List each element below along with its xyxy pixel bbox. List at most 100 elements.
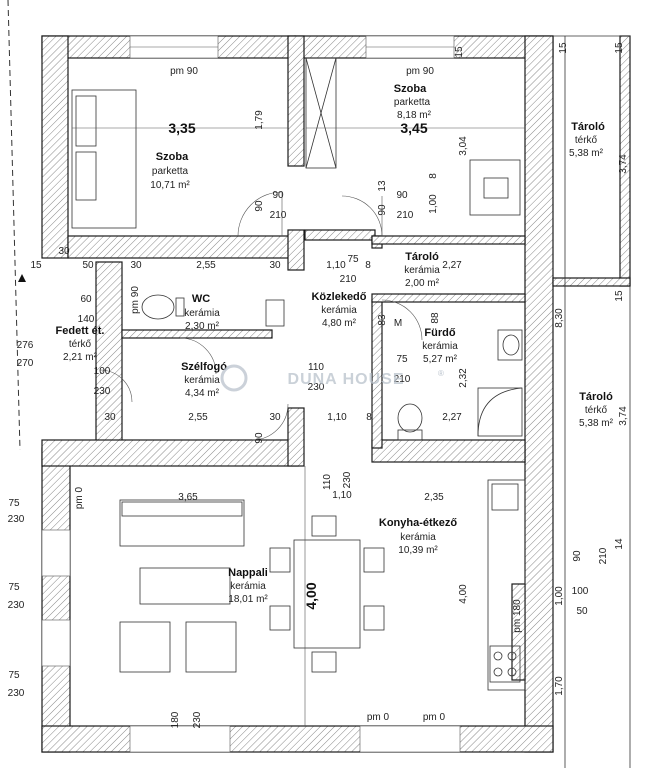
svg-text:270: 270 (17, 358, 34, 369)
dimension-labels: 1,79 3,04 3,74 3,74 90 210 90 210 90 90 … (8, 42, 629, 728)
room-material: kerámia (184, 375, 220, 386)
svg-text:90: 90 (254, 200, 265, 212)
room-material: kerámia (230, 581, 266, 592)
svg-text:8,30: 8,30 (554, 308, 565, 328)
room-name: Szélfogó (181, 361, 227, 373)
svg-text:100: 100 (572, 586, 589, 597)
room-name: Fedett ét. (56, 325, 105, 337)
room-area: 5,38 m² (569, 148, 604, 159)
room-area: 2,21 m² (63, 352, 98, 363)
svg-text:75: 75 (8, 498, 20, 509)
svg-text:pm 90: pm 90 (170, 66, 198, 77)
room-area: 4,34 m² (185, 388, 220, 399)
svg-text:pm 90: pm 90 (130, 286, 141, 314)
svg-text:15: 15 (614, 42, 625, 54)
svg-text:3,65: 3,65 (178, 492, 198, 503)
room-name: Nappali (228, 567, 268, 579)
svg-text:3,74: 3,74 (618, 406, 629, 426)
room-width-dim: 3,35 (168, 120, 195, 136)
svg-text:90: 90 (396, 190, 408, 201)
svg-text:100: 100 (94, 366, 111, 377)
svg-text:pm 0: pm 0 (367, 712, 390, 723)
svg-text:230: 230 (308, 382, 325, 393)
svg-text:30: 30 (58, 246, 70, 257)
entrance-arrow-icon (18, 274, 26, 282)
room-material: kerámia (184, 308, 220, 319)
svg-text:1,00: 1,00 (428, 194, 439, 214)
svg-text:15: 15 (454, 46, 465, 58)
svg-text:pm 90: pm 90 (406, 66, 434, 77)
room-name: Közlekedő (311, 291, 366, 303)
room-name: Fürdő (424, 327, 455, 339)
svg-text:1,10: 1,10 (326, 260, 346, 271)
svg-text:90: 90 (272, 190, 284, 201)
svg-text:14: 14 (614, 538, 625, 550)
svg-text:1,70: 1,70 (554, 676, 565, 696)
svg-text:3,04: 3,04 (458, 136, 469, 156)
room-material: térkő (585, 405, 608, 416)
svg-text:210: 210 (397, 210, 414, 221)
svg-text:75: 75 (8, 582, 20, 593)
room-name: Szoba (394, 83, 427, 95)
watermark-mark: ® (438, 369, 444, 378)
room-material: térkő (575, 135, 598, 146)
room-name: Tároló (405, 251, 439, 263)
svg-text:pm 180: pm 180 (512, 599, 523, 633)
room-name: Konyha-étkező (379, 517, 458, 529)
svg-text:30: 30 (104, 412, 116, 423)
room-material: parketta (152, 166, 189, 177)
svg-text:1,79: 1,79 (254, 110, 265, 130)
svg-text:90: 90 (572, 550, 583, 562)
watermark: DUNA HOUSE ® (220, 364, 444, 392)
svg-text:276: 276 (17, 340, 34, 351)
svg-text:2,27: 2,27 (442, 260, 462, 271)
svg-text:8: 8 (366, 412, 372, 423)
svg-text:90: 90 (377, 204, 388, 216)
room-name: Szoba (156, 151, 189, 163)
svg-text:1,10: 1,10 (327, 412, 347, 423)
svg-text:60: 60 (80, 294, 92, 305)
svg-text:1,10: 1,10 (332, 490, 352, 501)
room-area: 10,71 m² (150, 180, 190, 191)
walls (41, 35, 631, 753)
room-name: Tároló (571, 121, 605, 133)
room-height-dim: 4,00 (303, 582, 319, 609)
svg-text:30: 30 (130, 260, 142, 271)
svg-text:110: 110 (322, 474, 333, 490)
room-material: parketta (394, 97, 431, 108)
svg-text:75: 75 (8, 670, 20, 681)
level-labels: pm 90 pm 90 pm 0 pm 0 pm 0 pm 90 pm 180 … (74, 66, 523, 723)
room-area: 5,38 m² (579, 418, 614, 429)
svg-text:230: 230 (8, 514, 25, 525)
svg-text:75: 75 (347, 254, 359, 265)
room-area: 4,80 m² (322, 318, 357, 329)
svg-text:15: 15 (30, 260, 42, 271)
svg-text:4,00: 4,00 (458, 584, 469, 604)
room-material: kerámia (400, 532, 436, 543)
room-area: 8,18 m² (397, 110, 432, 121)
svg-text:50: 50 (576, 606, 588, 617)
svg-text:8: 8 (365, 260, 371, 271)
svg-text:1,00: 1,00 (554, 586, 565, 606)
room-name: Tároló (579, 391, 613, 403)
svg-text:230: 230 (342, 471, 353, 488)
svg-text:2,27: 2,27 (442, 412, 462, 423)
svg-text:M: M (394, 318, 402, 329)
svg-text:30: 30 (269, 260, 281, 271)
watermark-text: DUNA HOUSE (288, 371, 405, 388)
svg-text:230: 230 (8, 688, 25, 699)
room-name: WC (192, 293, 210, 305)
room-material: kerámia (404, 265, 440, 276)
room-area: 10,39 m² (398, 545, 438, 556)
svg-text:90: 90 (254, 432, 265, 444)
svg-text:50: 50 (82, 260, 94, 271)
svg-text:210: 210 (598, 547, 609, 564)
room-area: 2,30 m² (185, 321, 220, 332)
svg-text:88: 88 (430, 312, 441, 324)
svg-text:2,32: 2,32 (458, 368, 469, 388)
doors (99, 191, 423, 441)
svg-text:2,55: 2,55 (196, 260, 216, 271)
room-width-dim: 3,45 (400, 120, 427, 136)
svg-text:pm 0: pm 0 (74, 486, 85, 509)
svg-text:2,35: 2,35 (424, 492, 444, 503)
